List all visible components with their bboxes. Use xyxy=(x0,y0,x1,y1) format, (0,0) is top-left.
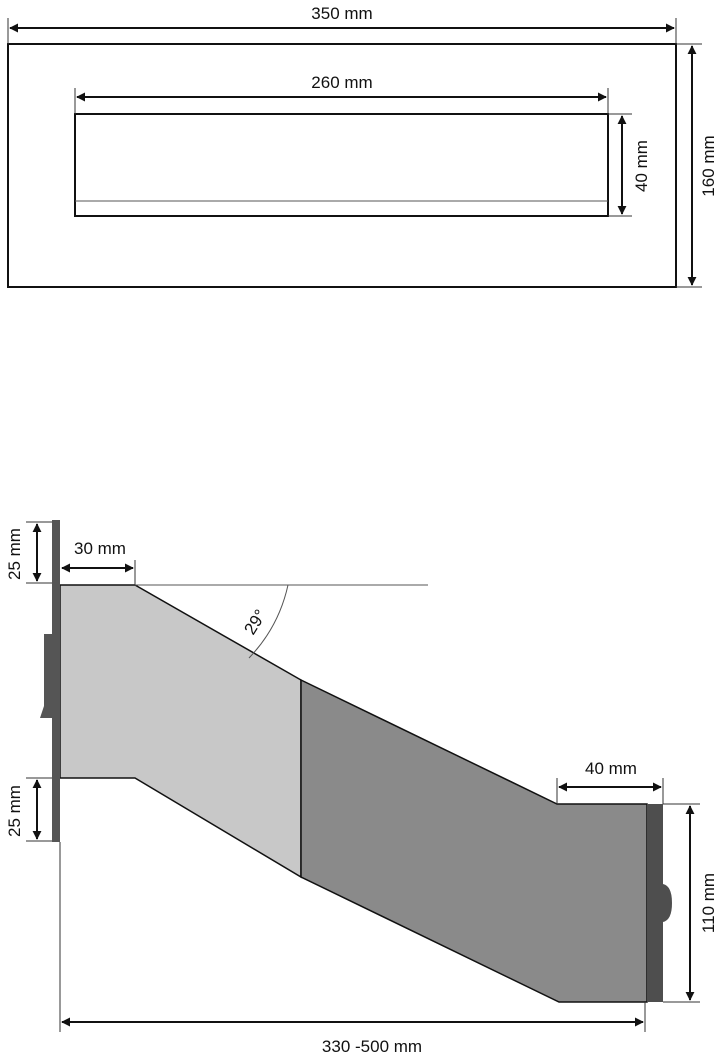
top-offset-label: 30 mm xyxy=(74,539,126,558)
bracket-hook xyxy=(40,706,52,718)
angle-label: 29° xyxy=(240,606,270,638)
outer-width-label: 350 mm xyxy=(311,4,372,23)
angle-arc xyxy=(248,584,289,659)
front-knob xyxy=(663,884,672,922)
front-plate xyxy=(647,804,663,1002)
front-height-label: 110 mm xyxy=(699,873,718,933)
slot-width-label: 260 mm xyxy=(311,73,372,92)
front-lip-label: 40 mm xyxy=(585,759,637,778)
side-view: 29° 25 mm 25 mm 30 mm 40 mm 110 mm 330 -… xyxy=(5,520,718,1056)
mail-slot xyxy=(74,113,609,217)
outer-height-label: 160 mm xyxy=(699,135,718,196)
depth-label: 330 -500 mm xyxy=(322,1037,422,1056)
top-flange-label: 25 mm xyxy=(5,528,24,580)
slot-height-label: 40 mm xyxy=(632,140,651,192)
back-chute-section xyxy=(59,584,302,879)
front-view: 350 mm 260 mm 40 mm 160 mm xyxy=(7,4,718,288)
bottom-flange-label: 25 mm xyxy=(5,785,24,837)
wall-bracket xyxy=(44,634,52,706)
front-chute-section xyxy=(300,678,648,1003)
wall-plate xyxy=(52,520,60,842)
